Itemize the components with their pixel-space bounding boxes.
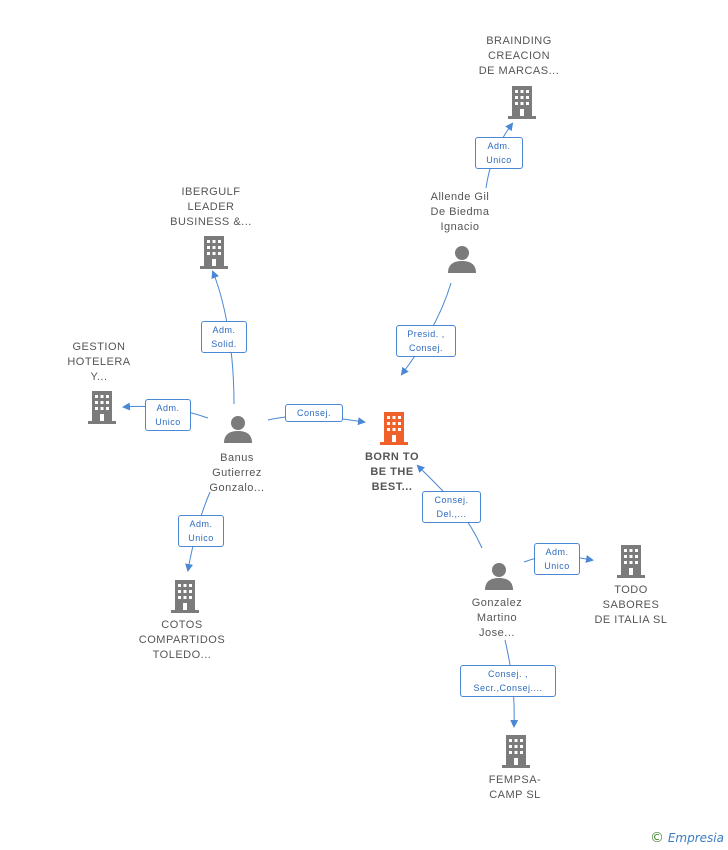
edge-label-banus-gestion[interactable]: Adm. Unico [145, 399, 191, 431]
building-icon[interactable] [85, 389, 119, 425]
edge-label-gonzalez-todo[interactable]: Adm. Unico [534, 543, 580, 575]
building-icon[interactable] [499, 733, 533, 769]
edge-label-allende-born[interactable]: Presid. , Consej. [396, 325, 456, 357]
watermark: © Empresia [650, 830, 724, 846]
person-label-allende[interactable]: Allende Gil De Biedma Ignacio [430, 191, 490, 233]
person-icon[interactable] [446, 244, 478, 274]
company-label-todo[interactable]: TODO SABORES DE ITALIA SL [594, 584, 668, 626]
person-label-banus[interactable]: Banus Gutierrez Gonzalo... [209, 452, 265, 494]
brand-logo: Empresia [667, 831, 724, 845]
edge-label-banus-ibergulf[interactable]: Adm. Solid. [201, 321, 247, 353]
company-label-cotos[interactable]: COTOS COMPARTIDOS TOLEDO... [138, 619, 226, 661]
company-label-fempsa[interactable]: FEMPSA- CAMP SL [488, 774, 542, 801]
company-label-gestion[interactable]: GESTION HOTELERA Y... [67, 341, 131, 383]
person-icon[interactable] [222, 414, 254, 444]
building-icon[interactable] [505, 84, 539, 120]
main-company-building-icon[interactable] [377, 410, 411, 446]
person-label-gonzalez[interactable]: Gonzalez Martino Jose... [471, 597, 523, 639]
edge-label-banus-born[interactable]: Consej. [285, 404, 343, 422]
edge-label-gonzalez-born[interactable]: Consej. Del.,... [422, 491, 481, 523]
building-icon[interactable] [168, 578, 202, 614]
edge-label-allende-braind[interactable]: Adm. Unico [475, 137, 523, 169]
main-company-label[interactable]: BORN TO BE THE BEST... [364, 451, 420, 493]
copyright-icon: © [650, 830, 665, 846]
edge-label-gonzalez-fempsa[interactable]: Consej. , Secr.,Consej.... [460, 665, 556, 697]
building-icon[interactable] [197, 234, 231, 270]
building-icon[interactable] [614, 543, 648, 579]
company-label-brainding[interactable]: BRAINDING CREACION DE MARCAS... [478, 35, 560, 77]
edge-label-banus-cotos[interactable]: Adm. Unico [178, 515, 224, 547]
company-label-ibergulf[interactable]: IBERGULF LEADER BUSINESS &... [170, 186, 252, 228]
person-icon[interactable] [483, 561, 515, 591]
